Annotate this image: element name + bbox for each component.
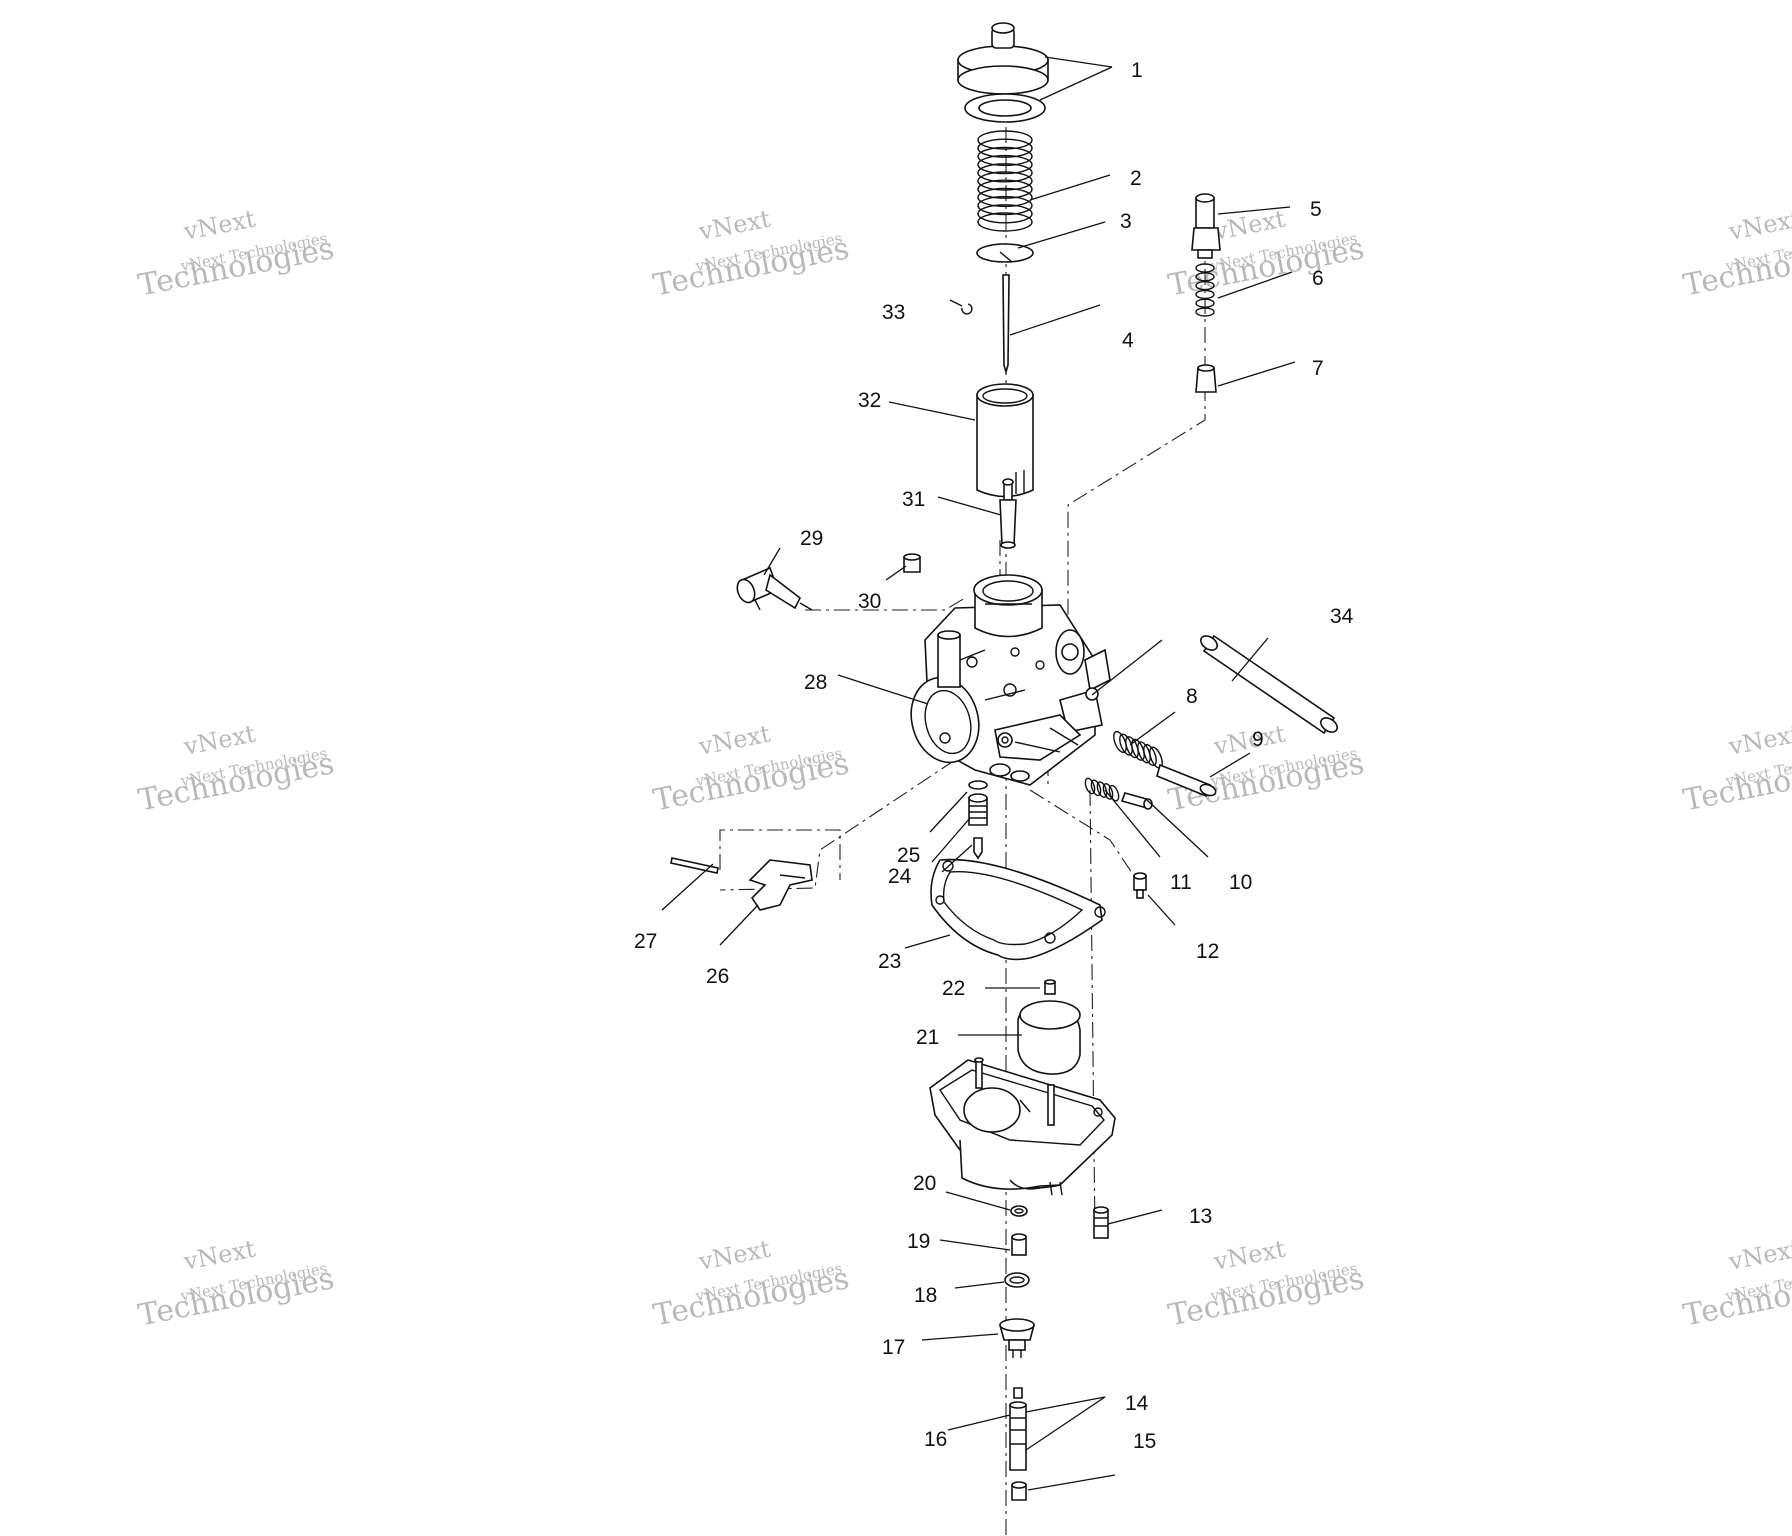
callout-4: 4	[1122, 329, 1134, 352]
svg-text:Technologies: Technologies	[650, 746, 852, 818]
callout-22: 22	[942, 977, 965, 1000]
part-air-screw-assembly	[1191, 193, 1221, 393]
callout-12: 12	[1196, 940, 1219, 963]
svg-text:vNext: vNext	[696, 1235, 773, 1276]
assembly-lines	[719, 98, 1206, 1536]
part-small-screw	[1133, 872, 1147, 899]
callout-7: 7	[1312, 357, 1324, 380]
callout-16: 16	[924, 1428, 947, 1451]
part-cap	[957, 22, 1050, 123]
part-bowl-screw	[1093, 1206, 1109, 1239]
callout-18: 18	[914, 1284, 937, 1307]
part-float-bowl	[929, 1057, 1116, 1196]
svg-text:Technologies: Technologies	[650, 231, 852, 303]
callout-26: 26	[706, 965, 729, 988]
callout-30: 30	[858, 590, 881, 613]
part-needle	[1002, 274, 1010, 375]
callout-24: 24	[888, 865, 912, 888]
svg-text:vNext: vNext	[1726, 1235, 1792, 1276]
callout-31: 31	[902, 488, 925, 511]
part-carburetor-body	[910, 574, 1111, 786]
svg-text:vNext: vNext	[696, 720, 773, 761]
part-spring	[977, 130, 1033, 232]
svg-text:vNext: vNext	[1726, 720, 1792, 761]
callout-15: 15	[1133, 1430, 1156, 1453]
callout-27: 27	[634, 930, 657, 953]
leader-lines	[661, 56, 1296, 1491]
svg-text:vNext: vNext	[181, 1235, 258, 1276]
part-idle-screw	[1113, 730, 1217, 798]
part-needle-valve	[1044, 979, 1056, 995]
callout-8: 8	[1186, 685, 1198, 708]
callout-25: 25	[897, 844, 920, 867]
part-throttle-slide	[976, 383, 1034, 498]
svg-text:Technologies: Technologies	[1165, 1261, 1367, 1333]
svg-text:vNext: vNext	[181, 720, 258, 761]
callout-19: 19	[907, 1230, 930, 1253]
callout-2: 2	[1130, 167, 1142, 190]
part-main-jet-stack	[1009, 1387, 1027, 1501]
svg-text:Technologies: Technologies	[135, 1261, 337, 1333]
callout-labels: 1 2 3 4 5 6 7 8 9 10 11 12 13 14 15 16 1…	[634, 59, 1354, 1453]
callout-20: 20	[913, 1172, 936, 1195]
part-plug	[903, 553, 921, 573]
callout-10: 10	[1229, 871, 1252, 894]
part-cable-adjuster	[736, 566, 813, 611]
callout-28: 28	[804, 671, 827, 694]
part-clip	[961, 303, 973, 315]
callout-34: 34	[1330, 605, 1354, 628]
svg-text:vNext: vNext	[181, 205, 258, 246]
svg-text:Technologies: Technologies	[650, 1261, 852, 1333]
callout-17: 17	[882, 1336, 905, 1359]
callout-23: 23	[878, 950, 901, 973]
svg-text:vNext: vNext	[696, 205, 773, 246]
svg-text:vNext: vNext	[1726, 205, 1792, 246]
part-drain-stack	[998, 1205, 1036, 1358]
part-float-arm	[670, 857, 813, 911]
callout-29: 29	[800, 527, 823, 550]
callout-11: 11	[1170, 871, 1192, 894]
svg-text:vNext: vNext	[1211, 720, 1288, 761]
callout-6: 6	[1312, 267, 1324, 290]
callout-33: 33	[882, 301, 905, 324]
part-retainer	[976, 243, 1034, 263]
callout-21: 21	[916, 1026, 939, 1049]
callout-3: 3	[1120, 210, 1132, 233]
svg-text:Technologies: Technologies	[135, 746, 337, 818]
part-vent-tube	[1200, 634, 1338, 735]
part-pilot-screw	[1084, 777, 1153, 810]
svg-text:Technologies: Technologies	[135, 231, 337, 303]
callout-9: 9	[1252, 728, 1264, 751]
part-gasket	[930, 858, 1106, 961]
callout-5: 5	[1310, 198, 1322, 221]
callout-32: 32	[858, 389, 881, 412]
callout-14: 14	[1125, 1392, 1149, 1415]
part-main-jet	[968, 780, 988, 860]
part-needle-jet	[999, 478, 1017, 549]
callout-1: 1	[1131, 59, 1143, 82]
part-float	[1017, 1000, 1081, 1075]
svg-text:vNext: vNext	[1211, 1235, 1288, 1276]
callout-13: 13	[1189, 1205, 1212, 1228]
